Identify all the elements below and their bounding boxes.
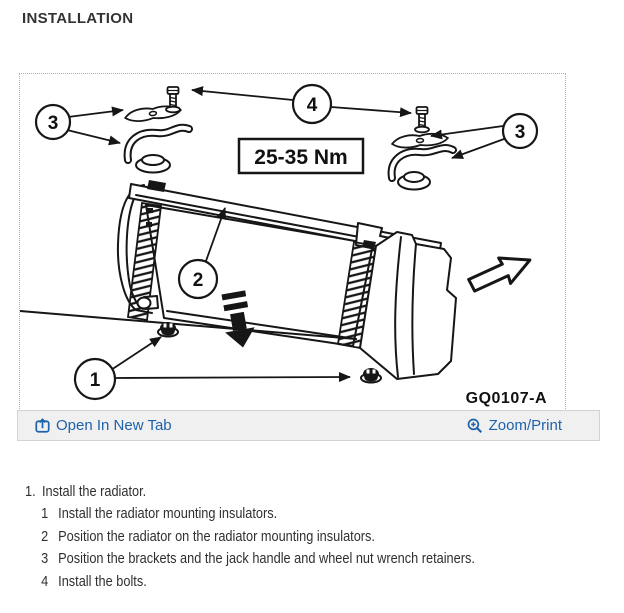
bolt-right xyxy=(414,106,430,134)
instruction-step: 1. Install the radiator. xyxy=(25,481,612,503)
callout-bracket-right: 3 xyxy=(501,112,539,150)
svg-text:25-35 Nm: 25-35 Nm xyxy=(254,146,347,169)
callout-arrows xyxy=(66,86,505,383)
bracket-right xyxy=(387,144,457,191)
substep-number: 3 xyxy=(41,550,49,568)
instruction-substep: 3 Position the brackets and the jack han… xyxy=(41,548,611,570)
instruction-substep: 2 Position the radiator on the radiator … xyxy=(41,526,611,548)
zoom-print-link[interactable]: Zoom/Print xyxy=(467,417,562,434)
bracket-left xyxy=(123,123,193,174)
insulator-right xyxy=(360,367,382,384)
substep-number: 1 xyxy=(41,505,49,523)
step-number: 1. xyxy=(25,483,36,500)
radiator-illustration: 25-35 Nm 3 4 3 2 1 GQ0107-A xyxy=(20,83,547,407)
callout-radiator: 2 xyxy=(177,258,219,300)
substep-text: Position the radiator on the radiator mo… xyxy=(58,527,375,545)
substep-text: Install the radiator mounting insulators… xyxy=(58,505,278,523)
instruction-substep: 1 Install the radiator mounting insulato… xyxy=(41,503,611,525)
radiator-diagram: 25-35 Nm 3 4 3 2 1 GQ0107-A xyxy=(19,73,566,411)
figure-toolbar: Open In New Tab Zoom/Print xyxy=(17,410,600,441)
svg-text:4: 4 xyxy=(307,95,318,116)
zoom-print-label: Zoom/Print xyxy=(488,417,562,434)
instruction-list: 1. Install the radiator. 1 Install the r… xyxy=(25,481,612,593)
open-in-new-tab-label: Open In New Tab xyxy=(56,417,172,434)
torque-label: 25-35 Nm xyxy=(237,137,365,175)
radiator-body xyxy=(20,180,457,380)
figure-code-label: GQ0107-A xyxy=(466,390,547,407)
substep-text: Install the bolts. xyxy=(58,572,147,590)
zoom-print-icon xyxy=(467,418,482,433)
substep-number: 2 xyxy=(41,527,49,545)
install-direction-arrow xyxy=(467,256,532,293)
open-in-new-tab-icon xyxy=(35,418,50,433)
step-text: Install the radiator. xyxy=(42,483,147,500)
svg-text:2: 2 xyxy=(193,270,204,291)
substep-number: 4 xyxy=(41,572,49,590)
callout-bracket-left: 3 xyxy=(34,103,72,141)
callout-insulators: 1 xyxy=(73,357,117,401)
bolt-left xyxy=(165,86,181,114)
substep-text: Position the brackets and the jack handl… xyxy=(58,550,475,568)
svg-text:3: 3 xyxy=(48,113,59,134)
instruction-substep: 4 Install the bolts. xyxy=(41,571,611,593)
open-in-new-tab-link[interactable]: Open In New Tab xyxy=(35,417,172,434)
svg-text:1: 1 xyxy=(90,370,101,391)
callout-bolts: 4 xyxy=(291,83,333,125)
press-down-arrow xyxy=(221,290,255,348)
svg-text:3: 3 xyxy=(515,122,526,143)
page-title: INSTALLATION xyxy=(22,10,134,27)
